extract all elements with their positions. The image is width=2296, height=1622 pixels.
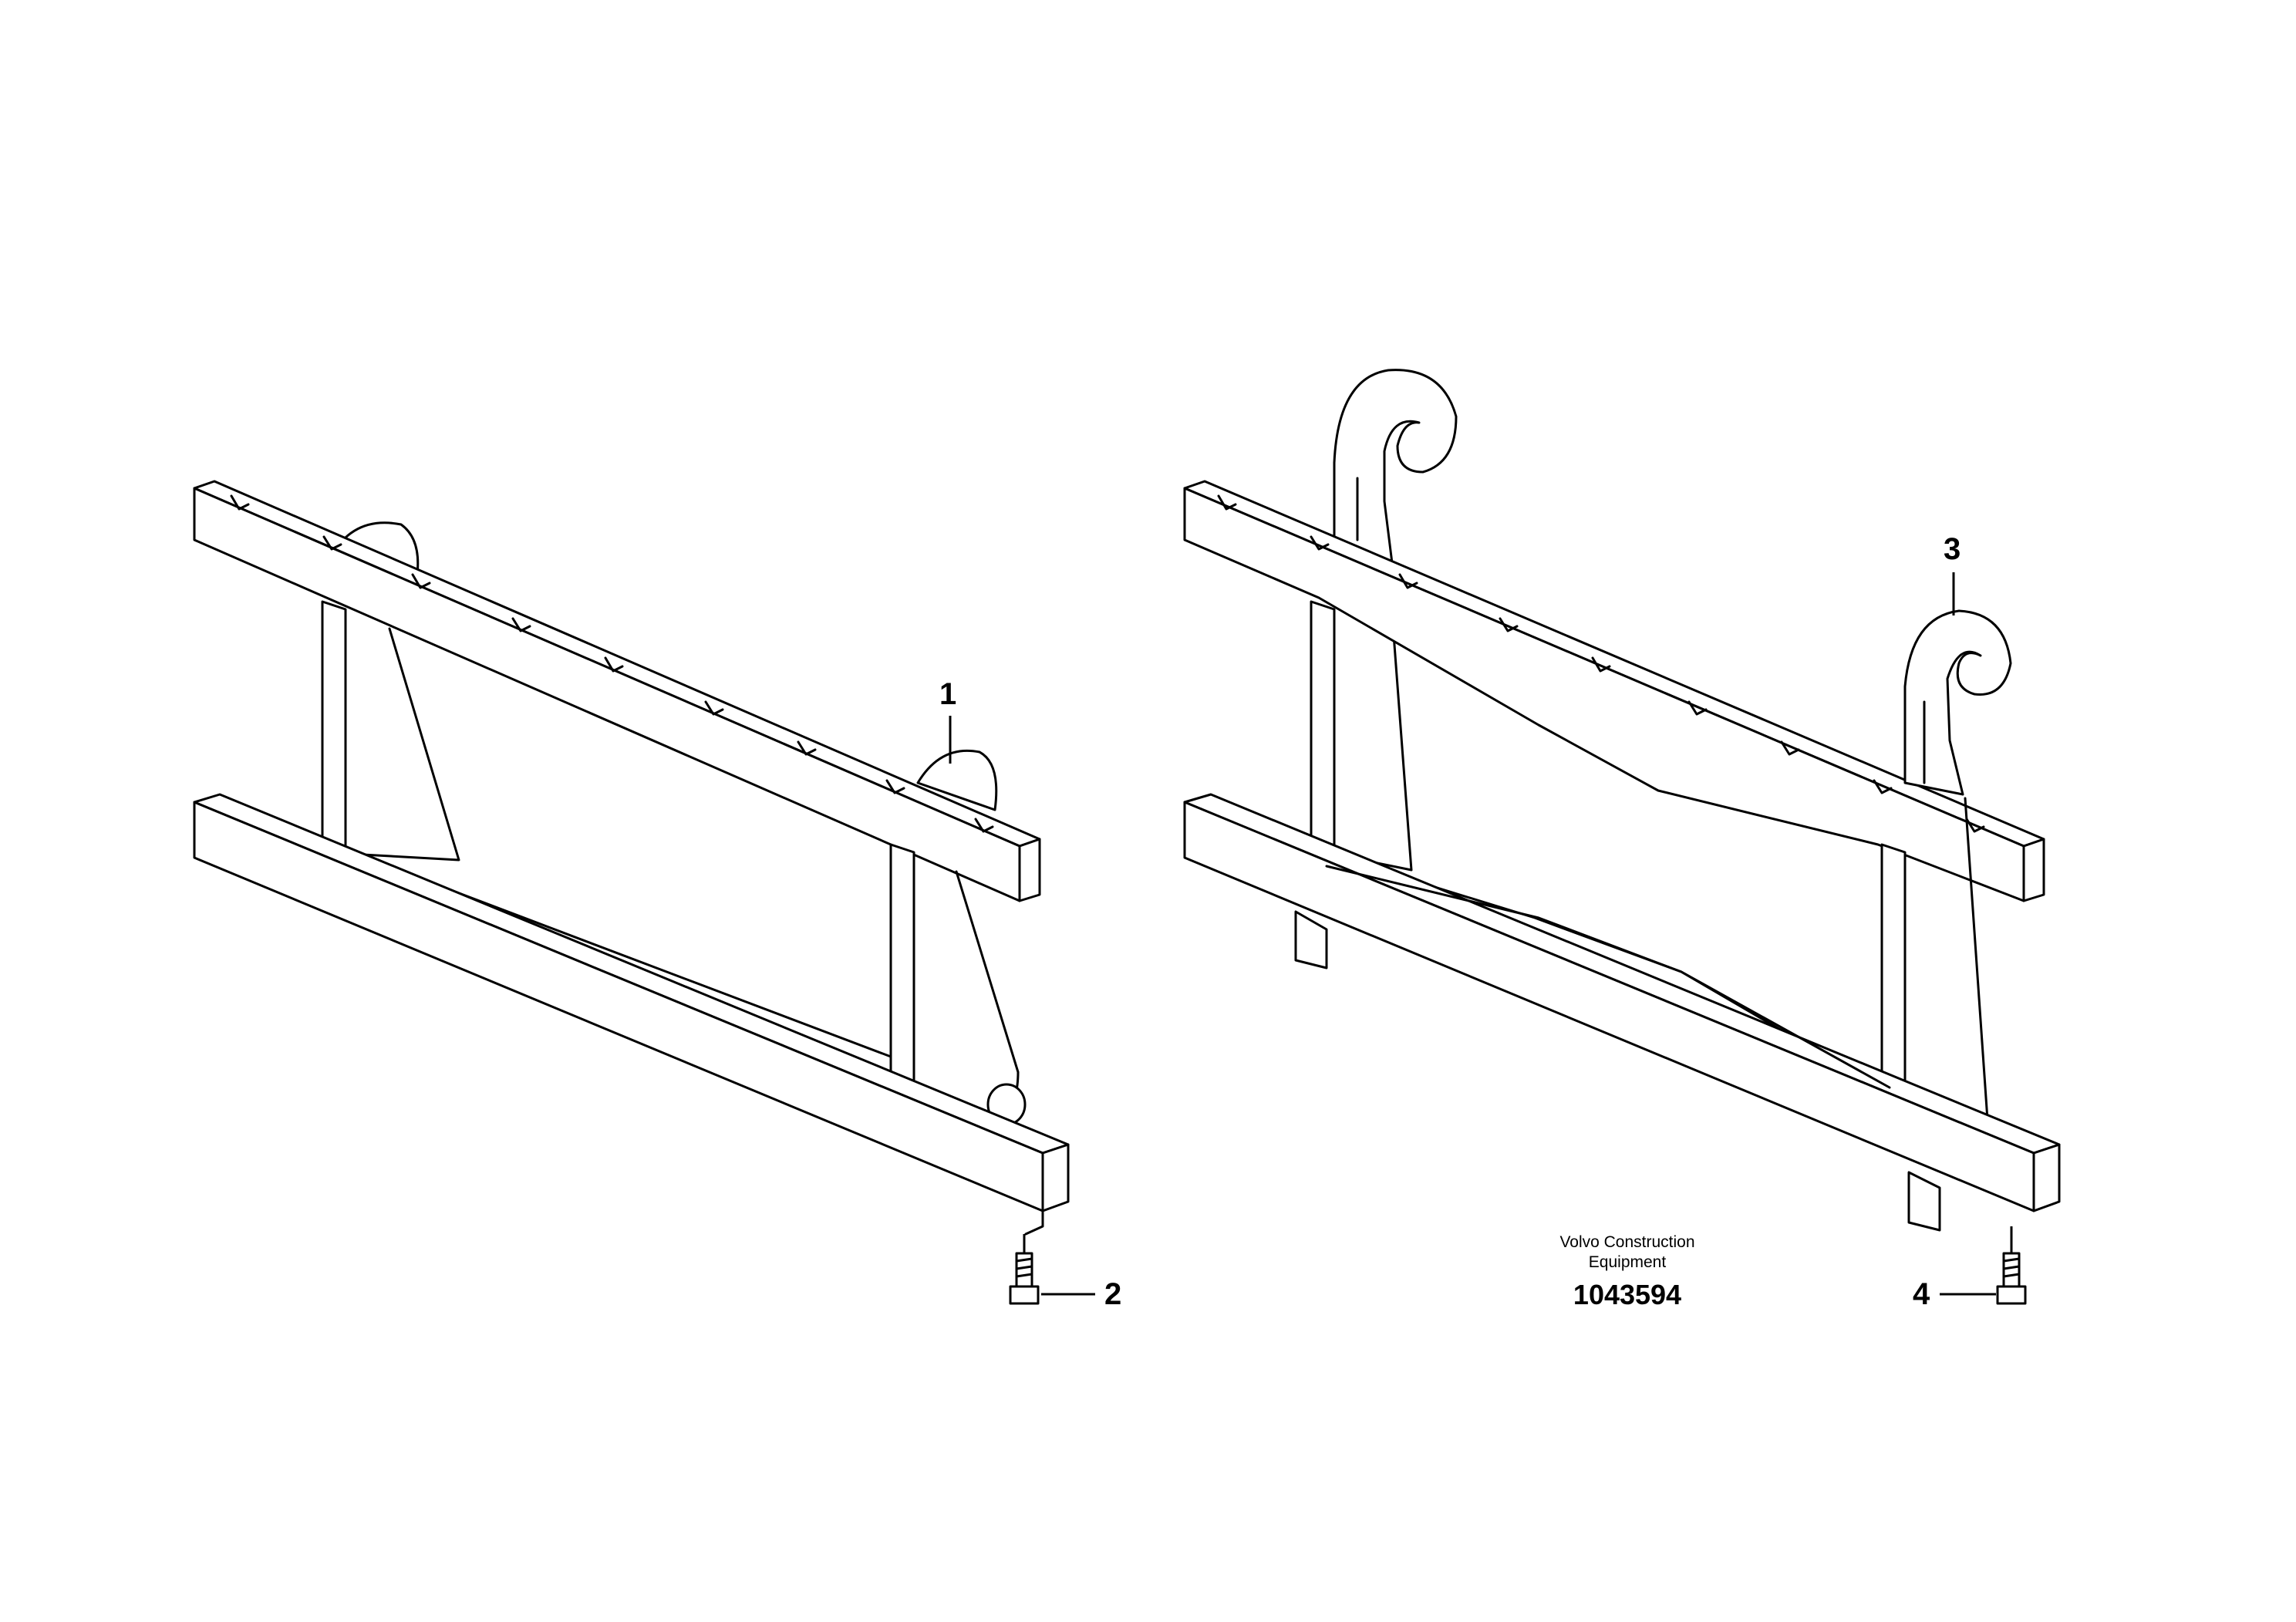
- callout-4: 4: [1913, 1277, 1930, 1311]
- bolt-right: [1996, 1226, 2027, 1305]
- bolt-left: [1009, 1234, 1040, 1305]
- frame-right: [1183, 369, 2061, 1232]
- frame-left: [193, 480, 1070, 1236]
- callout-3: 3: [1944, 532, 1961, 566]
- callout-2: 2: [1104, 1277, 1122, 1311]
- callout-1: 1: [939, 677, 957, 711]
- caption-line-1: Volvo Construction: [1559, 1233, 1695, 1251]
- drawing-caption: Volvo Construction Equipment 1043594: [1512, 1233, 1743, 1311]
- caption-line-2: Equipment: [1588, 1253, 1667, 1271]
- drawing-number: 1043594: [1573, 1279, 1682, 1310]
